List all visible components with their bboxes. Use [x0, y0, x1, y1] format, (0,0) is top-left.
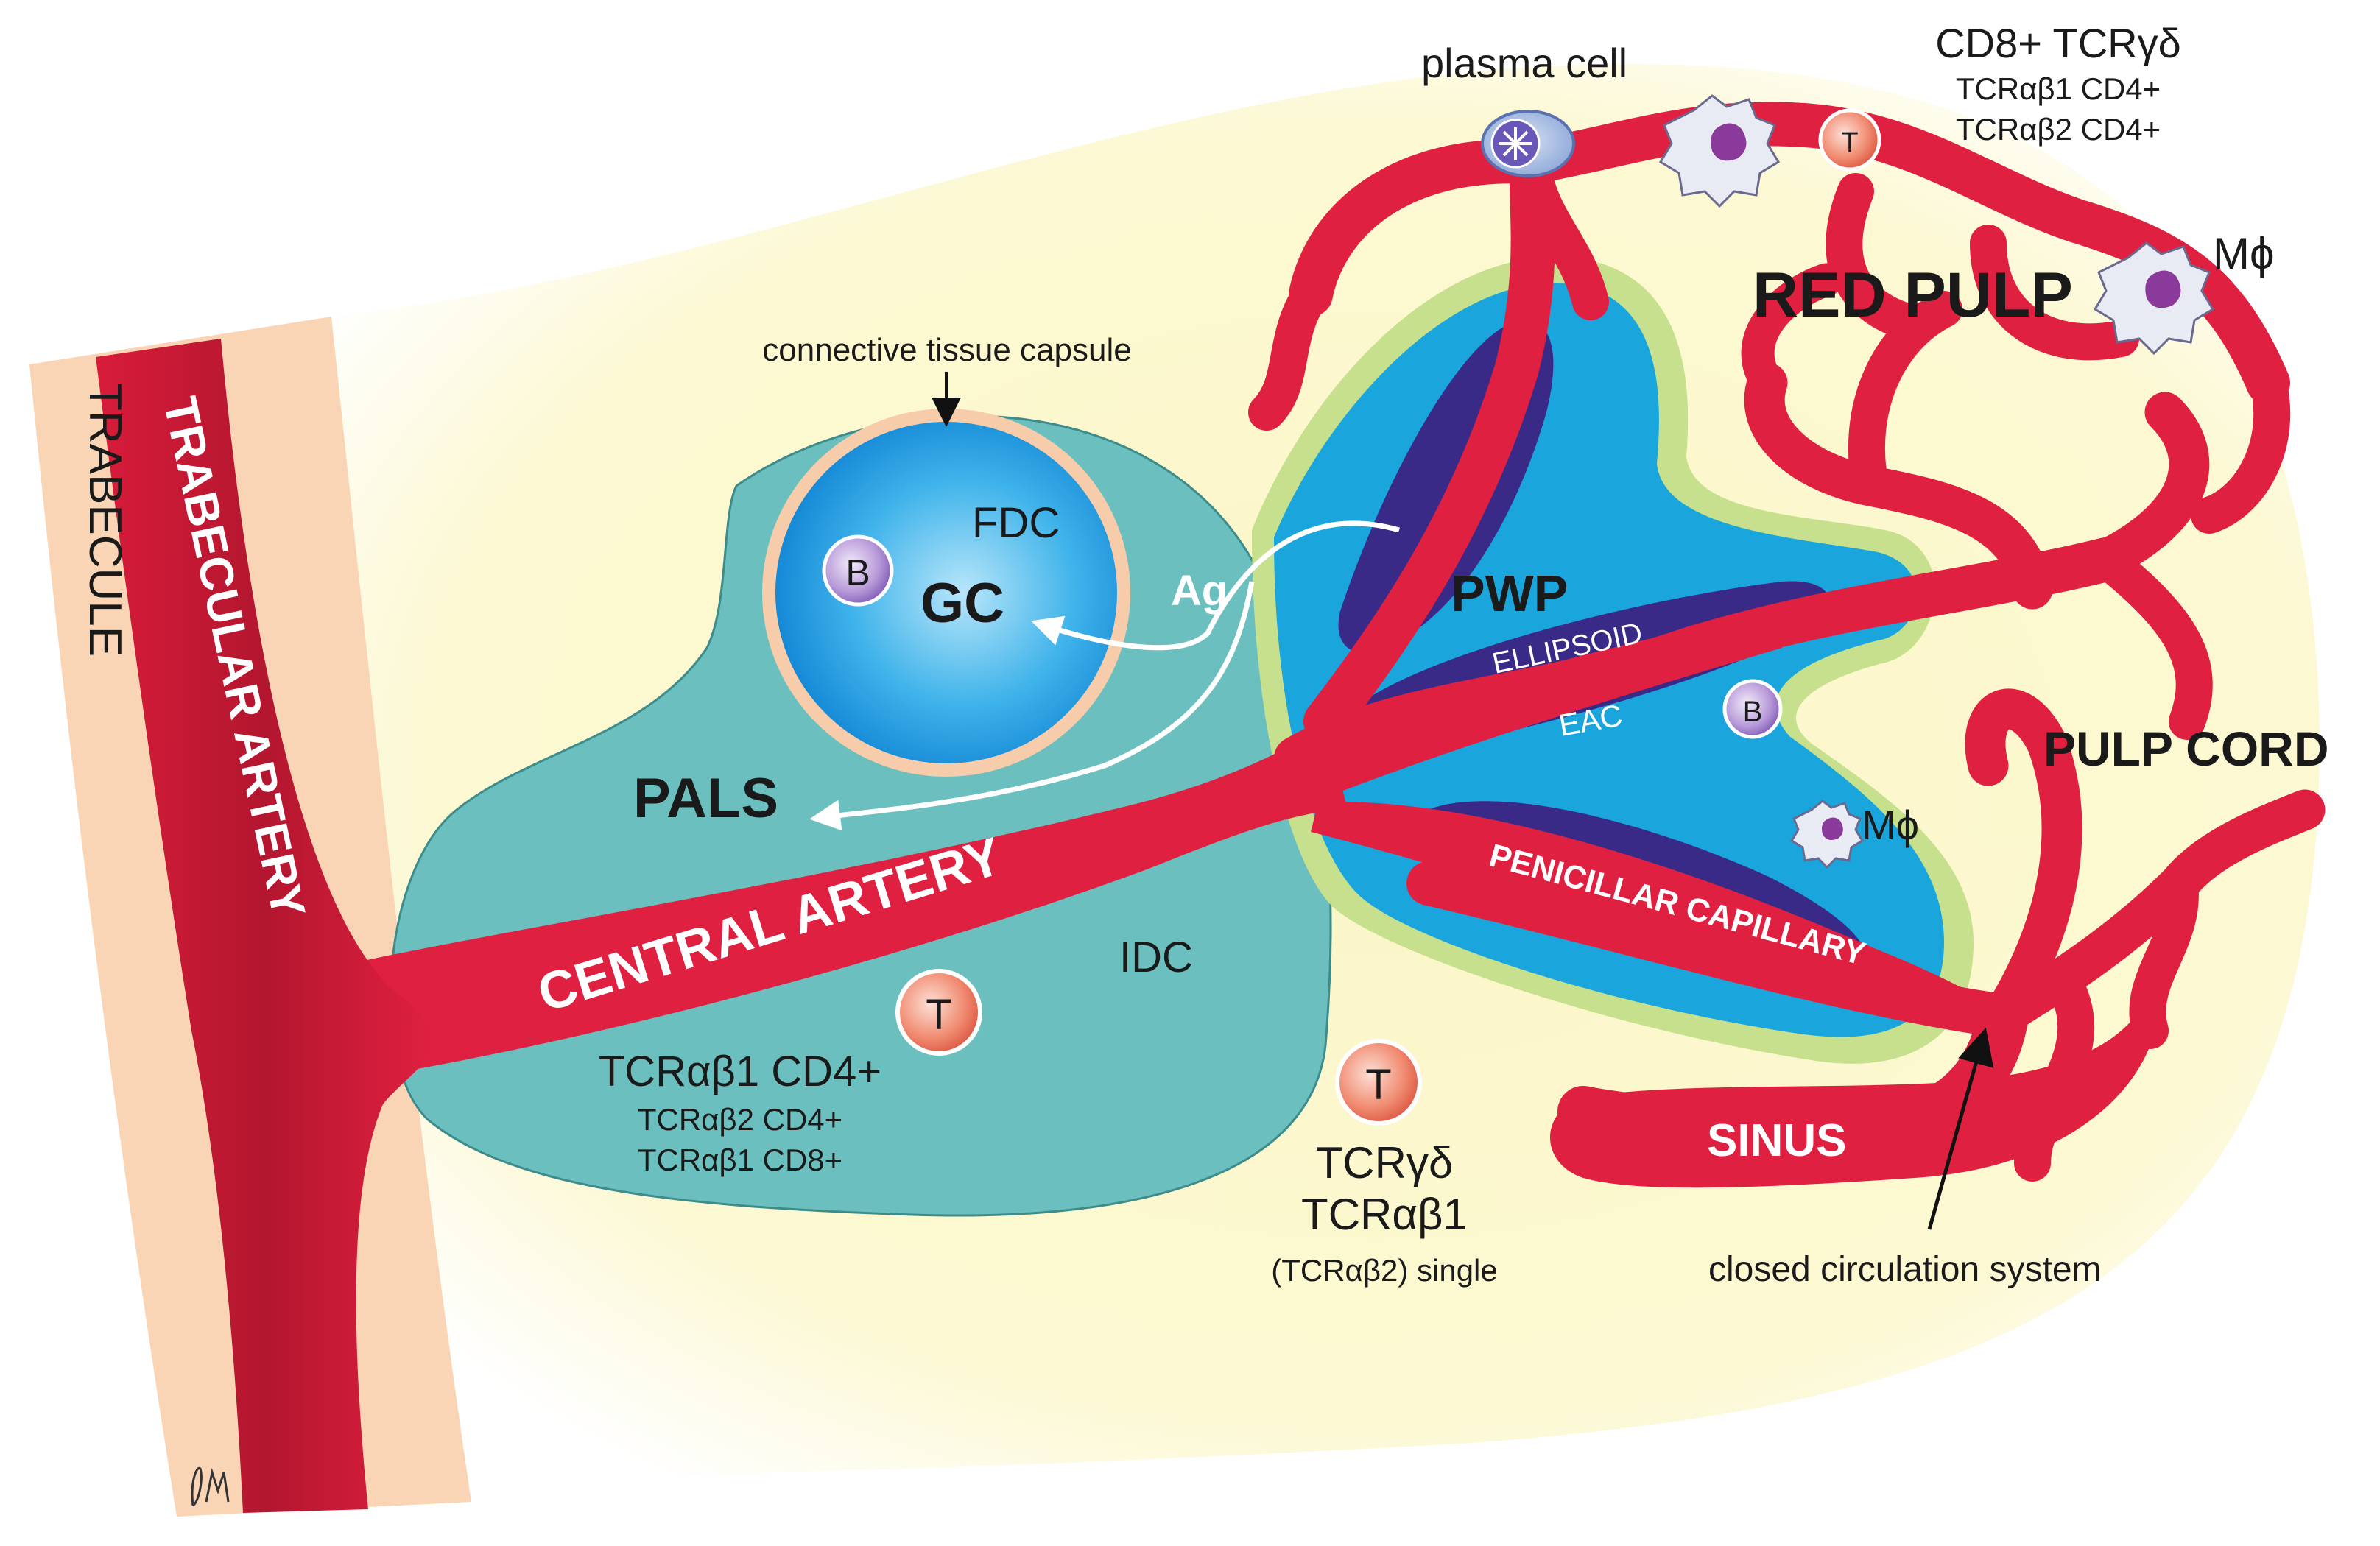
macrophage-icon: [2093, 241, 2215, 356]
central-artery: [346, 721, 1348, 1075]
pals-tcell-line2: TCRαβ2 CD4+: [638, 1102, 842, 1137]
t-cell-letter: T: [1841, 127, 1858, 158]
sinus-vessel: [1550, 1016, 2150, 1188]
macrophage-label: Mϕ: [1862, 802, 1919, 848]
free-tcell-line3: (TCRαβ2) single: [1271, 1253, 1498, 1288]
b-cell-letter: B: [845, 552, 870, 593]
b-cell-icon: B: [822, 534, 894, 607]
germinal-center: [775, 422, 1117, 763]
t-cell-letter: T: [1365, 1061, 1391, 1109]
idc-label: IDC: [1119, 933, 1193, 981]
pals-label: PALS: [633, 767, 778, 830]
central-artery-branch: [1252, 611, 1782, 810]
antigen-flow-arrow-icon: [809, 581, 1255, 831]
closed-circulation-label: closed circulation system: [1708, 1250, 2102, 1289]
pals-tcell-line3: TCRαβ1 CD8+: [638, 1143, 842, 1177]
pwp-label: PWP: [1451, 565, 1568, 622]
t-cell-icon: T: [1335, 1039, 1422, 1126]
t-cell-letter: T: [926, 991, 951, 1039]
red-pulp-label: RED PULP: [1753, 260, 2073, 331]
t-cell-icon: T: [895, 969, 982, 1056]
macrophage-icon: [1658, 94, 1781, 208]
gc-label: GC: [920, 572, 1004, 635]
free-tcell-line2: TCRαβ1: [1301, 1190, 1468, 1239]
pulp-cord-label: PULP CORD: [2043, 721, 2329, 776]
antigen-flow-arrow-icon: [1031, 520, 1400, 651]
plasma-cell-icon: [1481, 110, 1575, 177]
trabecule-label: TRABECULE: [80, 383, 130, 657]
macrophage-icon: [1789, 800, 1865, 869]
b-cell-letter: B: [1743, 696, 1763, 728]
sinus-label: SINUS: [1707, 1115, 1846, 1166]
plasma-cell-label: plasma cell: [1421, 40, 1627, 86]
pointer-arrow-icon: [1927, 1027, 1994, 1230]
t-cell-icon: T: [1818, 108, 1881, 172]
trabecular-artery: [96, 339, 434, 1513]
red-pulp-tcell-line3: TCRαβ2 CD4+: [1956, 112, 2161, 147]
macrophage-label: Mϕ: [2213, 229, 2275, 278]
b-cell-icon: B: [1722, 679, 1783, 739]
red-pulp-tcell-line2: TCRαβ1 CD4+: [1956, 71, 2161, 106]
red-pulp-tcell-line1: CD8+ TCRγδ: [1935, 20, 2181, 66]
penicillar-capillary: [1311, 802, 2018, 1045]
signature-logo: [191, 1466, 230, 1507]
free-tcell-line1: TCRγδ: [1316, 1138, 1454, 1187]
pals-tcell-line1: TCRαβ1 CD4+: [599, 1048, 881, 1095]
capsule-label: connective tissue capsule: [762, 332, 1131, 368]
fdc-label: FDC: [972, 499, 1060, 547]
ag-label: Ag: [1171, 567, 1228, 615]
